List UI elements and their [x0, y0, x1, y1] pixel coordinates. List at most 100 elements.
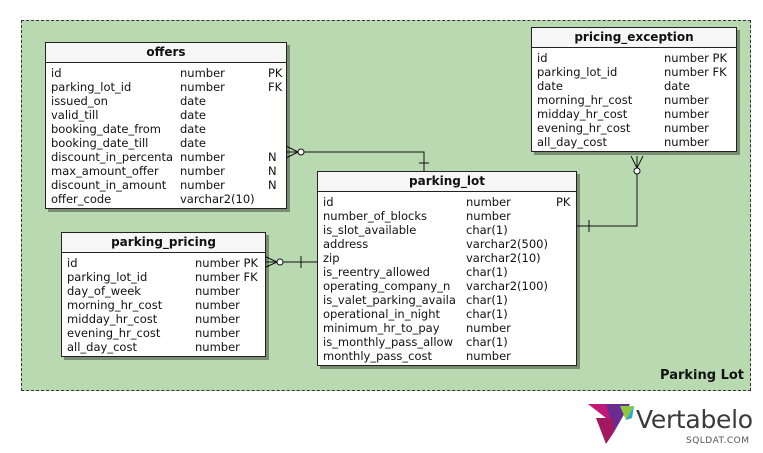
logo-subtext: SQLDAT.COM	[686, 436, 750, 446]
column-type: number	[664, 93, 709, 107]
column-name: max_amount_offer	[51, 164, 159, 178]
column-type: date	[180, 136, 206, 150]
column-type: number	[466, 195, 511, 209]
column-row[interactable]: max_amount_offer number N	[46, 164, 286, 178]
column-row[interactable]: discount_in_amount number N	[46, 178, 286, 192]
column-name: valid_till	[51, 108, 99, 122]
column-name: id	[323, 195, 334, 209]
table-title: parking_lot	[318, 172, 576, 192]
column-type: number	[180, 66, 225, 80]
column-row[interactable]: number_of_blocks number	[318, 209, 576, 223]
column-name: number_of_blocks	[323, 209, 427, 223]
column-row[interactable]: day_of_week number	[62, 284, 265, 298]
column-type: varchar2(10)	[466, 251, 541, 265]
column-type: number	[195, 340, 240, 354]
column-key: FK	[268, 80, 283, 94]
column-key: N	[268, 178, 277, 192]
column-key: N	[268, 150, 277, 164]
column-type: number FK	[195, 270, 258, 284]
column-type: char(1)	[466, 307, 508, 321]
column-type: char(1)	[466, 223, 508, 237]
relationship-pricing-exception-parking-lot[interactable]	[575, 155, 644, 232]
column-row[interactable]: monthly_pass_cost number	[318, 349, 576, 363]
column-name: minimum_hr_to_pay	[323, 321, 440, 335]
column-row[interactable]: is_slot_available char(1)	[318, 223, 576, 237]
column-type: number	[195, 312, 240, 326]
column-type: number	[180, 178, 225, 192]
column-key: N	[268, 164, 277, 178]
relationship-offers-parking-lot[interactable]	[285, 145, 429, 172]
column-row[interactable]: minimum_hr_to_pay number	[318, 321, 576, 335]
column-type: date	[180, 122, 206, 136]
column-type: number	[466, 349, 511, 363]
logo-wordmark: Vertabelo	[636, 405, 753, 434]
column-key: PK	[268, 66, 283, 80]
column-name: monthly_pass_cost	[323, 349, 433, 363]
column-name: offer_code	[51, 192, 112, 206]
column-row[interactable]: parking_lot_id number FK	[62, 270, 265, 284]
column-row[interactable]: issued_on date	[46, 94, 286, 108]
vertabelo-logo-icon	[588, 404, 634, 444]
column-name: issued_on	[51, 94, 108, 108]
column-type: varchar2(10)	[180, 192, 255, 206]
column-type: number	[180, 80, 225, 94]
column-row[interactable]: offer_code varchar2(10)	[46, 192, 286, 206]
column-name: is_reentry_allowed	[323, 265, 430, 279]
column-name: is_slot_available	[323, 223, 417, 237]
relationship-parking-pricing-parking-lot[interactable]	[263, 255, 318, 269]
column-type: number	[466, 321, 511, 335]
column-name: address	[323, 237, 369, 251]
column-type: number	[180, 164, 225, 178]
column-row[interactable]: morning_hr_cost number	[62, 298, 265, 312]
column-type: number	[195, 284, 240, 298]
column-type: number	[664, 107, 709, 121]
column-name: id	[537, 51, 548, 65]
column-row[interactable]: discount_in_percenta number N	[46, 150, 286, 164]
subject-area-label: Parking Lot	[660, 368, 744, 383]
column-type: number	[180, 150, 225, 164]
column-name: discount_in_amount	[51, 178, 167, 192]
column-type: number	[466, 209, 511, 223]
column-row[interactable]: valid_till date	[46, 108, 286, 122]
column-row[interactable]: evening_hr_cost number	[532, 121, 736, 135]
column-name: parking_lot_id	[67, 270, 148, 284]
column-name: morning_hr_cost	[67, 298, 163, 312]
column-type: number	[664, 121, 709, 135]
column-name: evening_hr_cost	[537, 121, 631, 135]
column-name: all_day_cost	[537, 135, 607, 149]
column-name: day_of_week	[67, 284, 141, 298]
column-name: discount_in_percenta	[51, 150, 174, 164]
column-type: date	[180, 108, 206, 122]
column-type: number	[195, 298, 240, 312]
column-type: date	[180, 94, 206, 108]
